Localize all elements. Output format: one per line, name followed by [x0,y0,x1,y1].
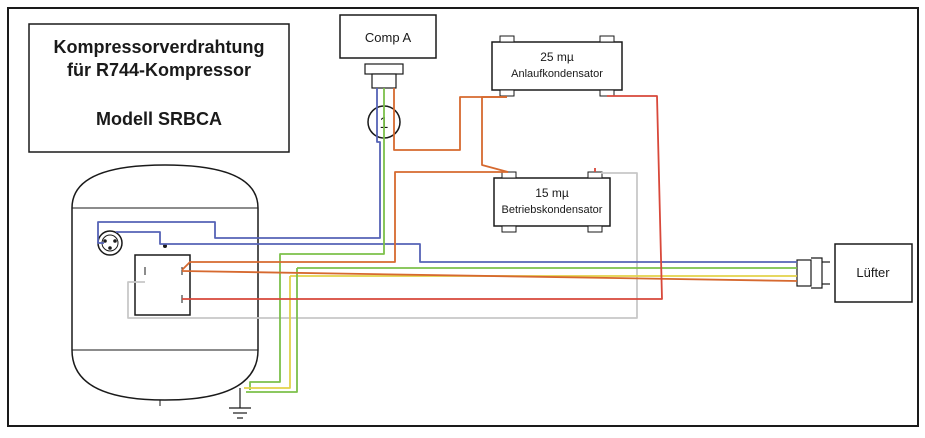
wire-red [182,95,663,300]
capacitor-terminal [499,89,515,97]
title-box [28,23,290,153]
wire-blue-fan [116,231,797,263]
wire-orange-relay [181,171,508,271]
run-capacitor-box [493,177,611,227]
terminal-pin [113,239,117,243]
terminal-pin [103,239,107,243]
wire-orange [393,88,507,151]
relay-box [134,254,191,316]
plug-connector-icon [364,63,404,89]
capacitor-terminal [501,225,517,233]
wire-blue [97,88,381,244]
wires [97,88,798,393]
outer-frame [7,7,919,427]
title-line1: Kompressorverdrahtung [53,37,264,57]
title-line3: Modell SRBCA [96,109,222,129]
fan-box [834,243,913,303]
capacitor-terminal [499,35,515,43]
terminal-pin [108,246,112,250]
wire-gray [127,172,638,319]
start-capacitor-value: 25 mµ [540,50,574,64]
comp-a-box [339,14,437,59]
wire-orange-caps [481,96,509,173]
fan-connector-icon [796,257,830,289]
wire-green-fan [246,267,797,393]
run-capacitor-name: Betriebskondensator [502,204,603,216]
capacitor-terminal [599,35,615,43]
capacitor-terminal [501,171,517,179]
ground-icon [229,388,251,419]
terminal-dot [163,244,167,248]
start-capacitor-box [491,41,623,91]
compressor [71,164,259,406]
comp-a-label: Comp A [365,30,412,45]
capacitor-terminal [587,225,603,233]
capacitor-terminal [587,171,603,179]
wire-orange-fan [181,270,798,282]
fan-label: Lüfter [856,265,890,280]
title-line2: für R744-Kompressor [67,60,251,80]
run-capacitor-value: 15 mµ [535,186,569,200]
wire-yellow [244,275,797,389]
wire-green [249,88,385,390]
start-capacitor-name: Anlaufkondensator [511,68,603,80]
